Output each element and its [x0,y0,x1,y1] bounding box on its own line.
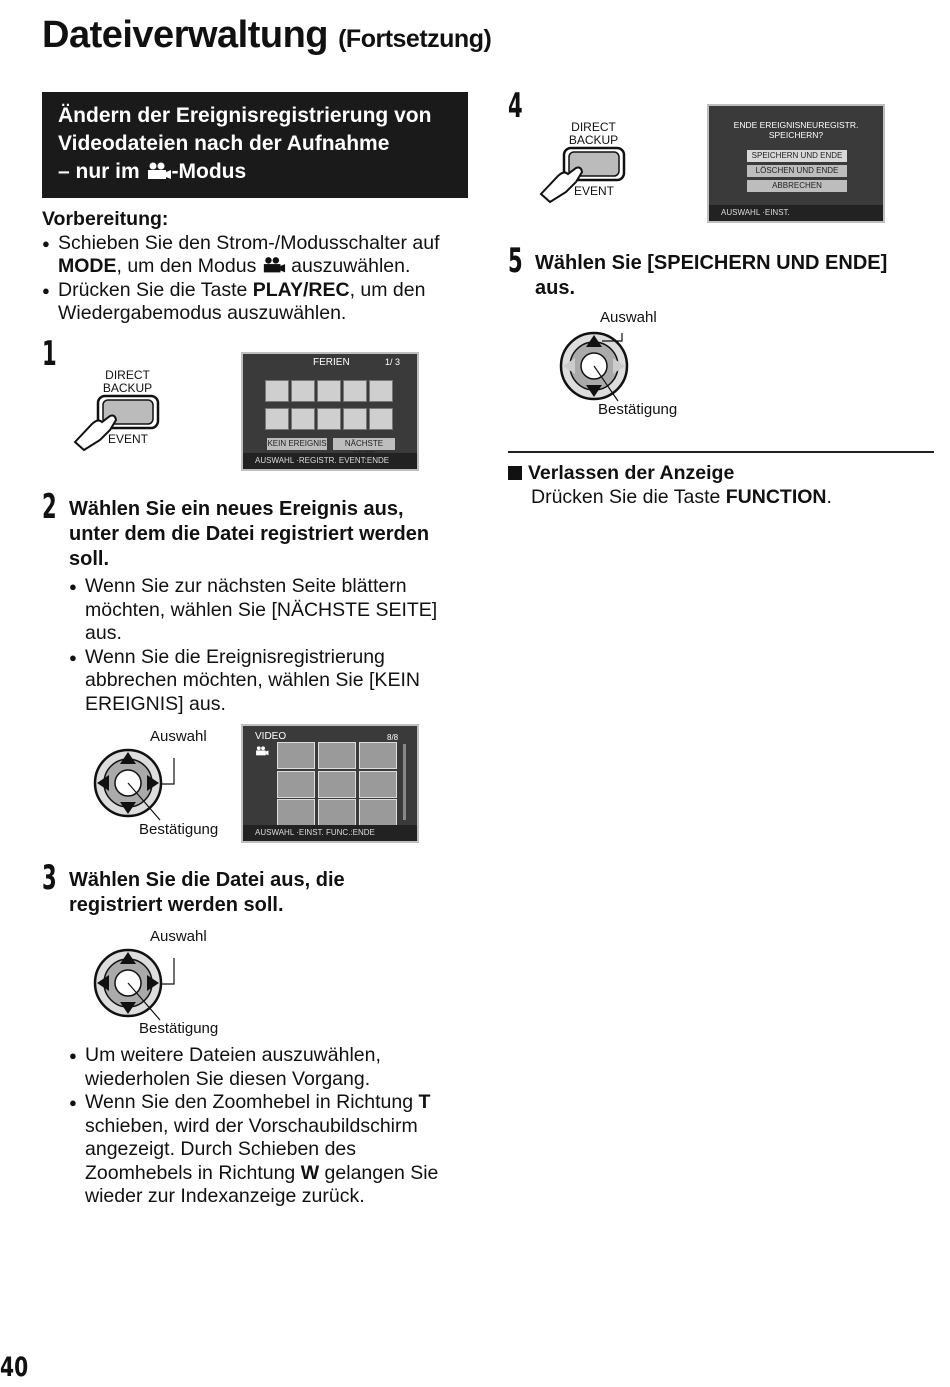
screen-ferien: FERIEN 1/ 3 KEIN EREIGNIS NÄCHSTE SEITE … [241,352,419,471]
joystick-icon [93,948,175,1021]
screen-footer: AUSWAHL ·EINST. [709,205,883,221]
video-thumbnail[interactable] [359,771,397,798]
preparation-block: Vorbereitung: Schieben Sie den Strom-/Mo… [42,208,472,326]
event-tile[interactable] [291,408,315,430]
event-tile[interactable] [317,380,341,402]
section-header-line1: Ändern der Ereignisregistrierung von [58,104,432,127]
step-2-bullets: Wenn Sie zur nächsten Seite blättern möc… [69,575,469,716]
video-camera-icon [147,162,171,179]
preparation-bullet-1: Schieben Sie den Strom-/Modusschalter au… [42,232,472,279]
dialog-title-line1: ENDE EREIGNISNEUREGISTR. [733,120,859,130]
step-2-bullet-1: Wenn Sie zur nächsten Seite blättern möc… [69,575,469,646]
event-tile[interactable] [369,408,393,430]
step-4-number: 4 [508,86,523,126]
page-number: 40 [0,1352,29,1383]
direct-backup-button-illustration: DIRECT BACKUP EVENT [70,368,170,456]
button-label-direct: DIRECT [105,368,150,382]
page-title-main: Dateiverwaltung [42,14,329,56]
exit-heading: Verlassen der Anzeige [508,462,938,486]
event-tile[interactable] [265,380,289,402]
button-label-direct: DIRECT [571,120,616,134]
step-3-number: 3 [42,858,57,898]
joystick-icon [559,331,629,402]
preparation-bullet-2: Drücken Sie die Taste PLAY/REC, um den W… [42,279,472,326]
step-1-number: 1 [42,334,57,374]
video-thumbnail[interactable] [277,771,315,798]
joystick-label-confirm: Bestätigung [139,821,219,838]
step-5-number: 5 [508,241,523,281]
cancel-option[interactable]: ABBRECHEN [747,180,847,192]
screen-footer: AUSWAHL ·EINST. FUNC.:ENDE [243,825,417,841]
exit-display-block: Verlassen der Anzeige Drücken Sie die Ta… [508,462,938,509]
event-tile[interactable] [343,408,367,430]
direct-backup-button-illustration: DIRECT BACKUP EVENT [536,120,636,208]
step-2-number: 2 [42,487,57,527]
step-2-heading: Wählen Sie ein neues Ereignis aus, unter… [69,498,430,570]
screen-save-dialog: ENDE EREIGNISNEUREGISTR. SPEICHERN? SPEI… [707,104,885,223]
event-tile[interactable] [369,380,393,402]
page-title-sub: (Fortsetzung) [338,25,492,53]
section-header-line3: – nur im -Modus [58,160,247,183]
step-5-heading: Wählen Sie [SPEICHERN UND ENDE] aus. [535,252,888,299]
joystick-label-confirm: Bestätigung [598,401,678,418]
save-and-end-option[interactable]: SPEICHERN UND ENDE [747,150,847,162]
joystick-illustration: Auswahl Bestätigung [558,309,703,421]
button-label-event: EVENT [108,432,149,446]
screen-title: VIDEO [255,731,287,742]
video-thumbnail[interactable] [359,799,397,826]
screen-page-indicator: 1/ 3 [385,357,401,367]
screen-video-index: VIDEO 8/8 AUSWAHL ·EINST. FUNC.:ENDE [241,724,419,843]
joystick-icon [93,748,175,821]
video-thumbnail[interactable] [277,742,315,769]
joystick-label-select: Auswahl [150,928,207,945]
joystick-illustration: Auswahl Bestätigung [92,928,237,1040]
section-header-box: Ändern der Ereignisregistrierung von Vid… [42,92,468,198]
video-thumbnail[interactable] [318,799,356,826]
preparation-heading: Vorbereitung: [42,208,169,230]
exit-text: Drücken Sie die Taste FUNCTION. [531,485,832,508]
section-header-line2: Videodateien nach der Aufnahme [58,132,390,155]
dialog-title-line2: SPEICHERN? [768,130,824,140]
joystick-illustration: Auswahl Bestätigung [92,728,237,840]
event-tile[interactable] [291,380,315,402]
joystick-label-select: Auswahl [600,309,657,326]
step-3-bullets: Um weitere Dateien auszuwählen, wiederho… [69,1044,469,1209]
video-thumbnail[interactable] [318,771,356,798]
joystick-label-select: Auswahl [150,728,207,745]
button-label-event: EVENT [574,184,615,198]
screen-footer: AUSWAHL ·REGISTR. EVENT:ENDE [243,453,417,469]
event-tile[interactable] [343,380,367,402]
button-label-backup: BACKUP [102,381,153,395]
video-camera-icon [263,257,285,273]
section-divider [508,451,934,453]
button-press-icon [73,394,160,452]
video-thumbnail[interactable] [277,799,315,826]
button-press-icon [539,146,626,204]
no-event-button[interactable]: KEIN EREIGNIS [267,438,327,450]
step-3-bullet-2: Wenn Sie den Zoomhebel in Richtung T sch… [69,1091,469,1209]
black-square-icon [508,466,522,480]
button-label-backup: BACKUP [568,133,619,147]
joystick-label-confirm: Bestätigung [139,1020,219,1037]
scrollbar[interactable] [403,744,406,820]
video-thumbnail[interactable] [318,742,356,769]
page-title: Dateiverwaltung (Fortsetzung) [42,14,492,57]
step-3-bullet-1: Um weitere Dateien auszuwählen, wiederho… [69,1044,469,1091]
video-thumbnail[interactable] [359,742,397,769]
step-2-bullet-2: Wenn Sie die Ereignisregistrierung abbre… [69,646,469,717]
next-page-button[interactable]: NÄCHSTE SEITE [333,438,395,459]
event-tile[interactable] [317,408,341,430]
screen-title: FERIEN [313,357,350,368]
step-3-heading: Wählen Sie die Datei aus, die registrier… [69,869,345,916]
event-tile[interactable] [265,408,289,430]
delete-and-end-option[interactable]: LÖSCHEN UND ENDE [747,165,847,177]
screen-page-indicator: 8/8 [387,733,399,742]
video-camera-icon [256,746,269,756]
